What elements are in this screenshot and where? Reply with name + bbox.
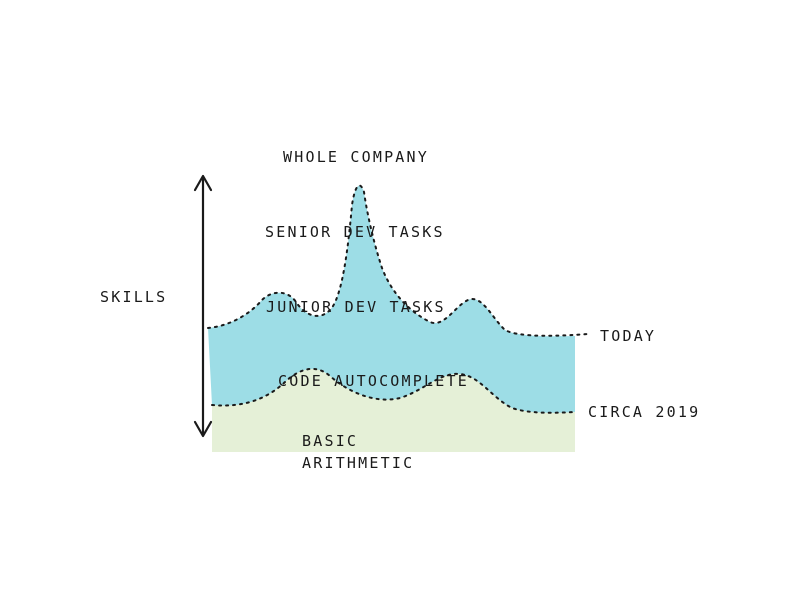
label-junior-dev-tasks: JUNIOR DEV TASKS	[266, 298, 446, 316]
label-whole-company: WHOLE COMPANY	[283, 148, 429, 166]
today-fill	[208, 185, 575, 413]
label-basic: BASIC	[302, 432, 358, 450]
label-senior-dev-tasks: SENIOR DEV TASKS	[265, 223, 445, 241]
line-label-today: TODAY	[600, 327, 656, 345]
label-arithmetic: ARITHMETIC	[302, 454, 414, 472]
circa-2019-boundary-line	[211, 367, 576, 414]
axis-label-skills: SKILLS	[100, 288, 167, 306]
label-code-autocomplete: CODE AUTOCOMPLETE	[278, 372, 469, 390]
today-boundary-line	[207, 184, 589, 337]
line-label-circa-2019: CIRCA 2019	[588, 403, 700, 421]
skills-axis-arrow-icon	[193, 174, 213, 438]
circa-2019-fill	[212, 368, 575, 452]
